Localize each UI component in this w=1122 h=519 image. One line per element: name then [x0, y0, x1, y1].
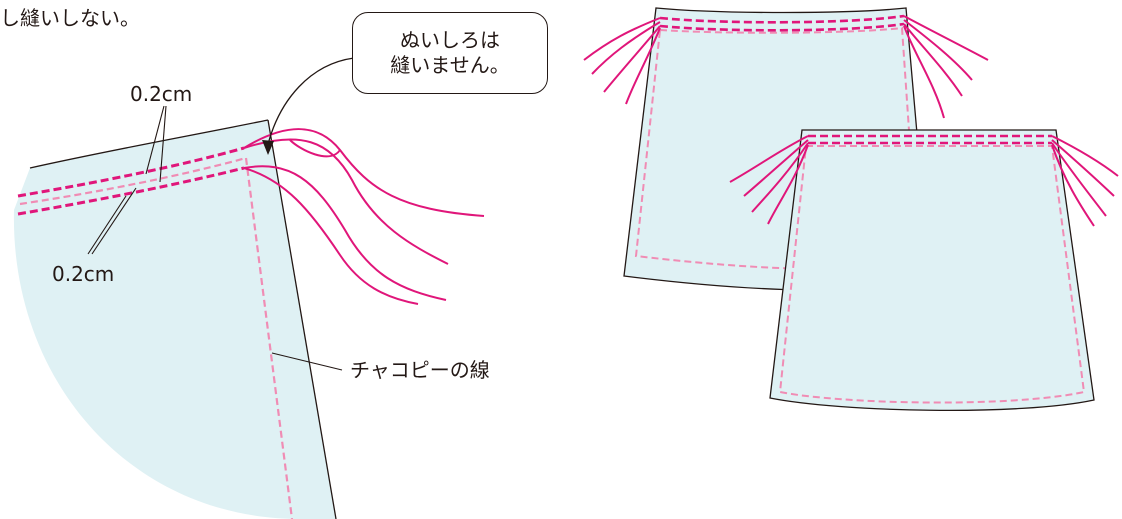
- callout-arrow-line: [267, 57, 355, 145]
- chaco-line-side: [244, 157, 294, 519]
- callout-line-2: 縫いません。: [390, 53, 510, 77]
- panel-back-gather-2: [659, 22, 905, 32]
- chaco-line-top: [19, 156, 247, 206]
- thread-tails-detail: [243, 128, 485, 305]
- thread-tails-back-left: [583, 17, 661, 105]
- callout-arrow-head: [262, 140, 274, 155]
- chaco-line-label: チャコピーの線: [350, 358, 490, 382]
- panel-front: [729, 129, 1119, 411]
- thread-tails-back-right: [903, 15, 989, 119]
- panel-front-chaco: [778, 145, 1086, 404]
- measure-label-bottom: 0.2cm: [52, 262, 115, 286]
- callout-line-1: ぬいしろは: [400, 28, 500, 52]
- thread-tails-front-right: [1051, 135, 1119, 227]
- detail-top-edge: [29, 119, 269, 169]
- fabric-detail-panel: [13, 120, 336, 519]
- thread-tails-front-left: [729, 135, 809, 225]
- gather-stitch-upper: [17, 146, 245, 198]
- measure-pointers-bottom: [87, 187, 137, 255]
- callout-bubble: ぬいしろは 縫いません。: [352, 12, 548, 94]
- detail-side-edge: [267, 119, 337, 519]
- gather-stitch-lower: [17, 166, 245, 216]
- chaco-pointer-line: [271, 352, 343, 371]
- detail-view: [13, 57, 485, 519]
- panel-back-gather-1: [659, 14, 905, 24]
- panel-front-fabric: [769, 129, 1095, 411]
- instruction-fragment: し縫いしない。: [0, 6, 140, 30]
- measure-label-top: 0.2cm: [130, 82, 193, 106]
- measure-pointers-top: [145, 105, 167, 183]
